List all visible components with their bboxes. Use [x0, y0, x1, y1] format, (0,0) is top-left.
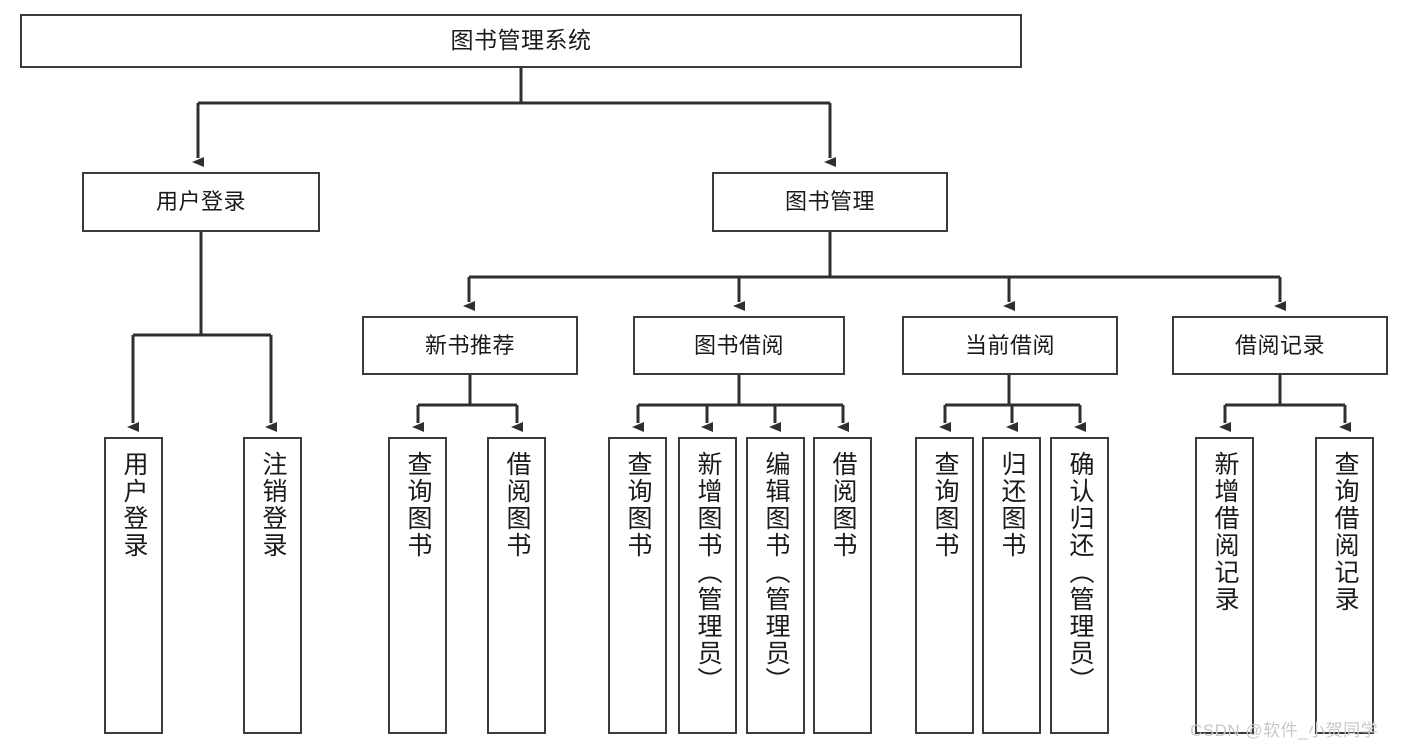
node-leaf-query-borrow-record-label: 查询借阅记录 — [1331, 451, 1359, 613]
node-leaf-add-book-admin-label: 新增图书（管理员） — [694, 451, 722, 694]
node-leaf-query-book-3-label: 查询图书 — [931, 451, 959, 559]
node-leaf-borrow-book-2[interactable]: 借阅图书 — [813, 437, 872, 734]
node-leaf-logout-login[interactable]: 注销登录 — [243, 437, 302, 734]
node-root[interactable]: 图书管理系统 — [20, 14, 1022, 68]
node-leaf-confirm-return-admin[interactable]: 确认归还（管理员） — [1050, 437, 1109, 734]
node-leaf-query-borrow-record[interactable]: 查询借阅记录 — [1315, 437, 1374, 734]
node-leaf-user-login-label: 用户登录 — [120, 451, 148, 559]
node-leaf-user-login[interactable]: 用户登录 — [104, 437, 163, 734]
node-leaf-borrow-book-1-label: 借阅图书 — [503, 451, 531, 559]
node-leaf-query-book-2[interactable]: 查询图书 — [608, 437, 667, 734]
node-user-login[interactable]: 用户登录 — [82, 172, 320, 232]
node-borrow-record-label: 借阅记录 — [1234, 332, 1325, 358]
node-current-borrow-label: 当前借阅 — [964, 332, 1055, 358]
node-leaf-query-book-1[interactable]: 查询图书 — [388, 437, 447, 734]
node-book-borrow[interactable]: 图书借阅 — [633, 316, 845, 375]
node-leaf-query-book-3[interactable]: 查询图书 — [915, 437, 974, 734]
node-leaf-borrow-book-1[interactable]: 借阅图书 — [487, 437, 546, 734]
node-current-borrow[interactable]: 当前借阅 — [902, 316, 1118, 375]
node-leaf-edit-book-admin-label: 编辑图书（管理员） — [762, 451, 790, 694]
node-leaf-edit-book-admin[interactable]: 编辑图书（管理员） — [746, 437, 805, 734]
node-borrow-record[interactable]: 借阅记录 — [1172, 316, 1388, 375]
node-leaf-borrow-book-2-label: 借阅图书 — [829, 451, 857, 559]
node-leaf-logout-login-label: 注销登录 — [259, 451, 287, 559]
node-user-login-label: 用户登录 — [155, 189, 246, 215]
node-book-management[interactable]: 图书管理 — [712, 172, 948, 232]
node-leaf-add-borrow-record-label: 新增借阅记录 — [1211, 451, 1239, 613]
node-leaf-add-book-admin[interactable]: 新增图书（管理员） — [678, 437, 737, 734]
node-book-management-label: 图书管理 — [784, 189, 875, 215]
node-leaf-return-book[interactable]: 归还图书 — [982, 437, 1041, 734]
node-leaf-query-book-2-label: 查询图书 — [624, 451, 652, 559]
node-leaf-confirm-return-admin-label: 确认归还（管理员） — [1066, 451, 1094, 694]
node-leaf-query-book-1-label: 查询图书 — [404, 451, 432, 559]
node-new-book-recommend[interactable]: 新书推荐 — [362, 316, 578, 375]
csdn-watermark: CSDN @软件_小贺同学 — [1190, 721, 1379, 740]
node-leaf-add-borrow-record[interactable]: 新增借阅记录 — [1195, 437, 1254, 734]
node-book-borrow-label: 图书借阅 — [693, 332, 784, 358]
node-root-label: 图书管理系统 — [450, 27, 592, 54]
node-new-book-recommend-label: 新书推荐 — [424, 332, 515, 358]
node-leaf-return-book-label: 归还图书 — [998, 451, 1026, 559]
